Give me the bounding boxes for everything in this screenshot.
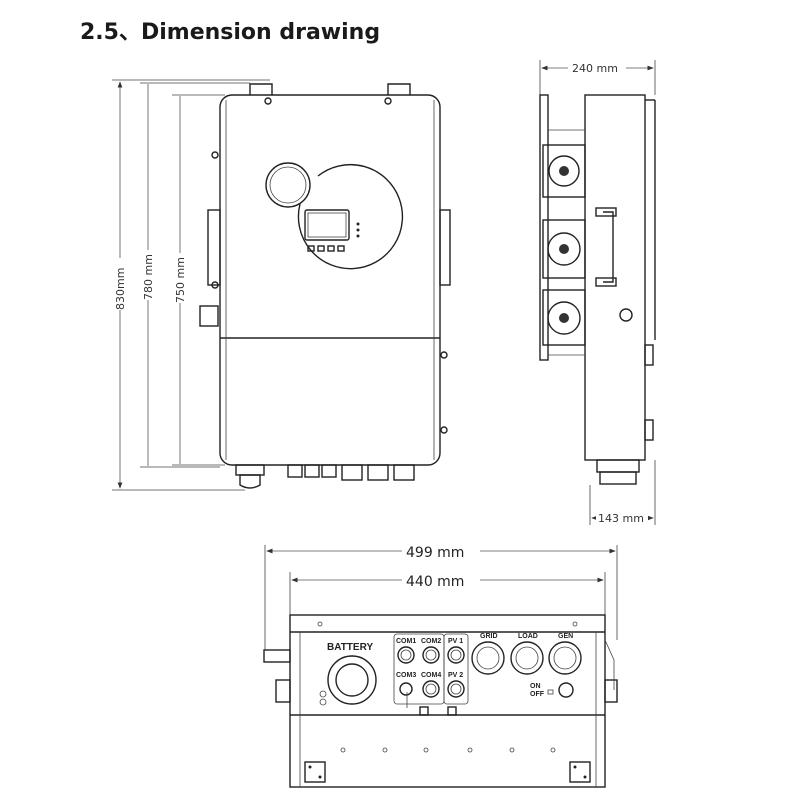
label-pv1: PV 1 <box>448 638 463 645</box>
dim-750mm: 750 mm <box>174 257 187 303</box>
bottom-glands <box>235 464 415 489</box>
dim-780mm: 780 mm <box>142 254 155 300</box>
mounting-holes <box>340 747 556 753</box>
label-battery: BATTERY <box>327 642 373 653</box>
right-handle <box>439 209 451 286</box>
bottom-view: 499 mm 440 mm BATTERY COM1 COM2 COM3 COM… <box>263 542 618 788</box>
label-pv2: PV 2 <box>448 672 463 679</box>
side-switch <box>619 308 633 322</box>
power-button <box>558 682 574 698</box>
label-com4: COM4 <box>421 672 441 679</box>
side-handle <box>603 211 614 283</box>
lcd-screen <box>304 209 350 241</box>
dim-440mm: 440 mm <box>406 574 464 590</box>
left-handle <box>207 209 221 286</box>
dim-830mm: 830mm <box>114 268 127 310</box>
label-load: LOAD <box>518 633 538 640</box>
section-title: 2.5、Dimension drawing <box>80 20 381 45</box>
label-com1: COM1 <box>396 638 416 645</box>
label-off: OFF <box>530 691 545 698</box>
dim-499mm: 499 mm <box>406 545 464 561</box>
cooling-fans <box>542 144 586 346</box>
dim-143mm: 143 mm <box>598 512 644 525</box>
dc-switch <box>199 305 219 327</box>
label-on: ON <box>530 683 541 690</box>
indicator-circle <box>265 162 311 208</box>
grid-port <box>471 641 505 675</box>
battery-port <box>327 655 377 705</box>
label-gen: GEN <box>558 633 573 640</box>
front-view: 830mm 780 mm 750 mm <box>112 79 451 491</box>
load-port <box>510 641 544 675</box>
label-com2: COM2 <box>421 638 441 645</box>
dim-240mm: 240 mm <box>572 62 618 75</box>
label-com3: COM3 <box>396 672 416 679</box>
label-grid: GRID <box>480 633 498 640</box>
gen-port <box>548 641 582 675</box>
side-view: 240 mm 143 mm <box>539 60 656 525</box>
front-buttons <box>307 222 360 252</box>
